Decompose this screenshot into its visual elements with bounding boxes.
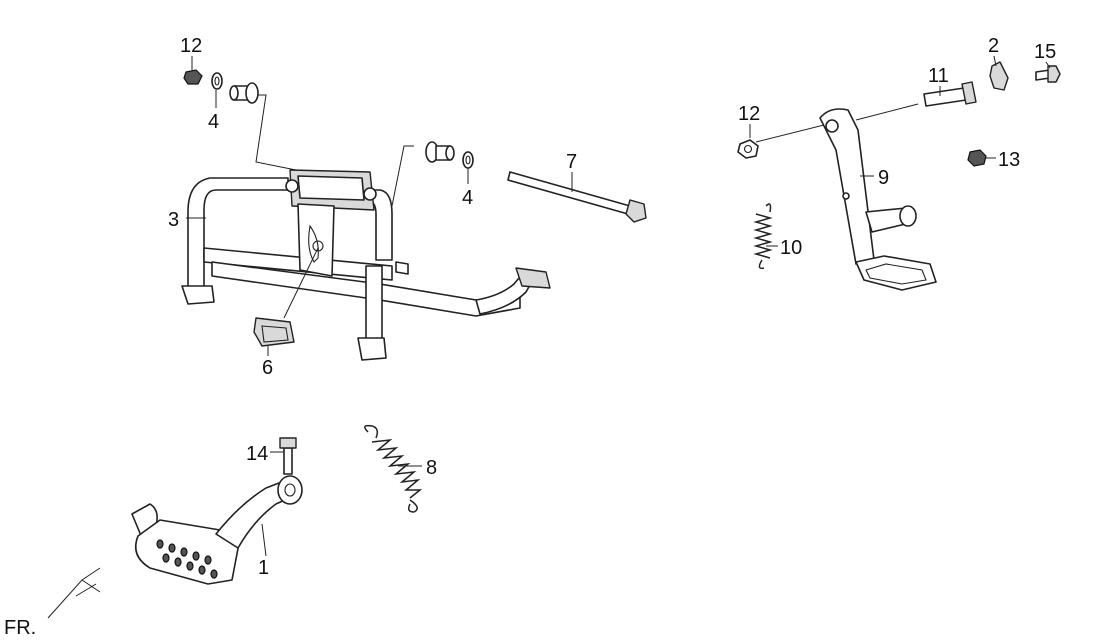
callout-12-left: 12 bbox=[180, 35, 202, 57]
callout-leaders bbox=[186, 55, 1051, 557]
callout-3: 3 bbox=[168, 209, 179, 231]
side-stand-9 bbox=[819, 108, 875, 265]
bushing-right bbox=[425, 141, 455, 163]
main-stand-assembly bbox=[181, 94, 551, 361]
callout-12-right: 12 bbox=[738, 103, 760, 125]
nut-13 bbox=[967, 149, 987, 167]
kick-lever-1 bbox=[131, 475, 303, 585]
nut-12-left bbox=[183, 69, 203, 85]
callout-1: 1 bbox=[258, 557, 269, 579]
front-direction-indicator: FR. bbox=[4, 567, 101, 639]
callout-2: 2 bbox=[988, 35, 999, 57]
pivot-bolt-11 bbox=[923, 81, 977, 107]
callout-6: 6 bbox=[262, 357, 273, 379]
spring-8 bbox=[364, 424, 423, 513]
washer-4-left bbox=[211, 72, 223, 90]
stopper-6 bbox=[253, 317, 295, 347]
bolt-15 bbox=[1035, 65, 1061, 83]
callout-7: 7 bbox=[566, 151, 577, 173]
callout-10: 10 bbox=[780, 237, 802, 259]
callout-9: 9 bbox=[878, 167, 889, 189]
callout-14: 14 bbox=[246, 443, 268, 465]
callout-8: 8 bbox=[426, 457, 437, 479]
front-direction-label: FR. bbox=[4, 617, 36, 639]
callout-13: 13 bbox=[998, 149, 1020, 171]
spring-10 bbox=[753, 203, 773, 270]
side-stand-assembly bbox=[755, 103, 937, 291]
callout-15: 15 bbox=[1034, 41, 1056, 63]
shaft-bolt-7 bbox=[507, 171, 647, 223]
bolt-14 bbox=[279, 437, 297, 475]
callout-4-right: 4 bbox=[462, 187, 473, 209]
callout-11: 11 bbox=[928, 65, 949, 87]
clip-2 bbox=[989, 61, 1009, 91]
callout-4-left: 4 bbox=[208, 111, 219, 133]
nut-12-right bbox=[737, 139, 759, 159]
washer-4-right bbox=[462, 151, 474, 169]
bushing-left bbox=[229, 82, 259, 104]
